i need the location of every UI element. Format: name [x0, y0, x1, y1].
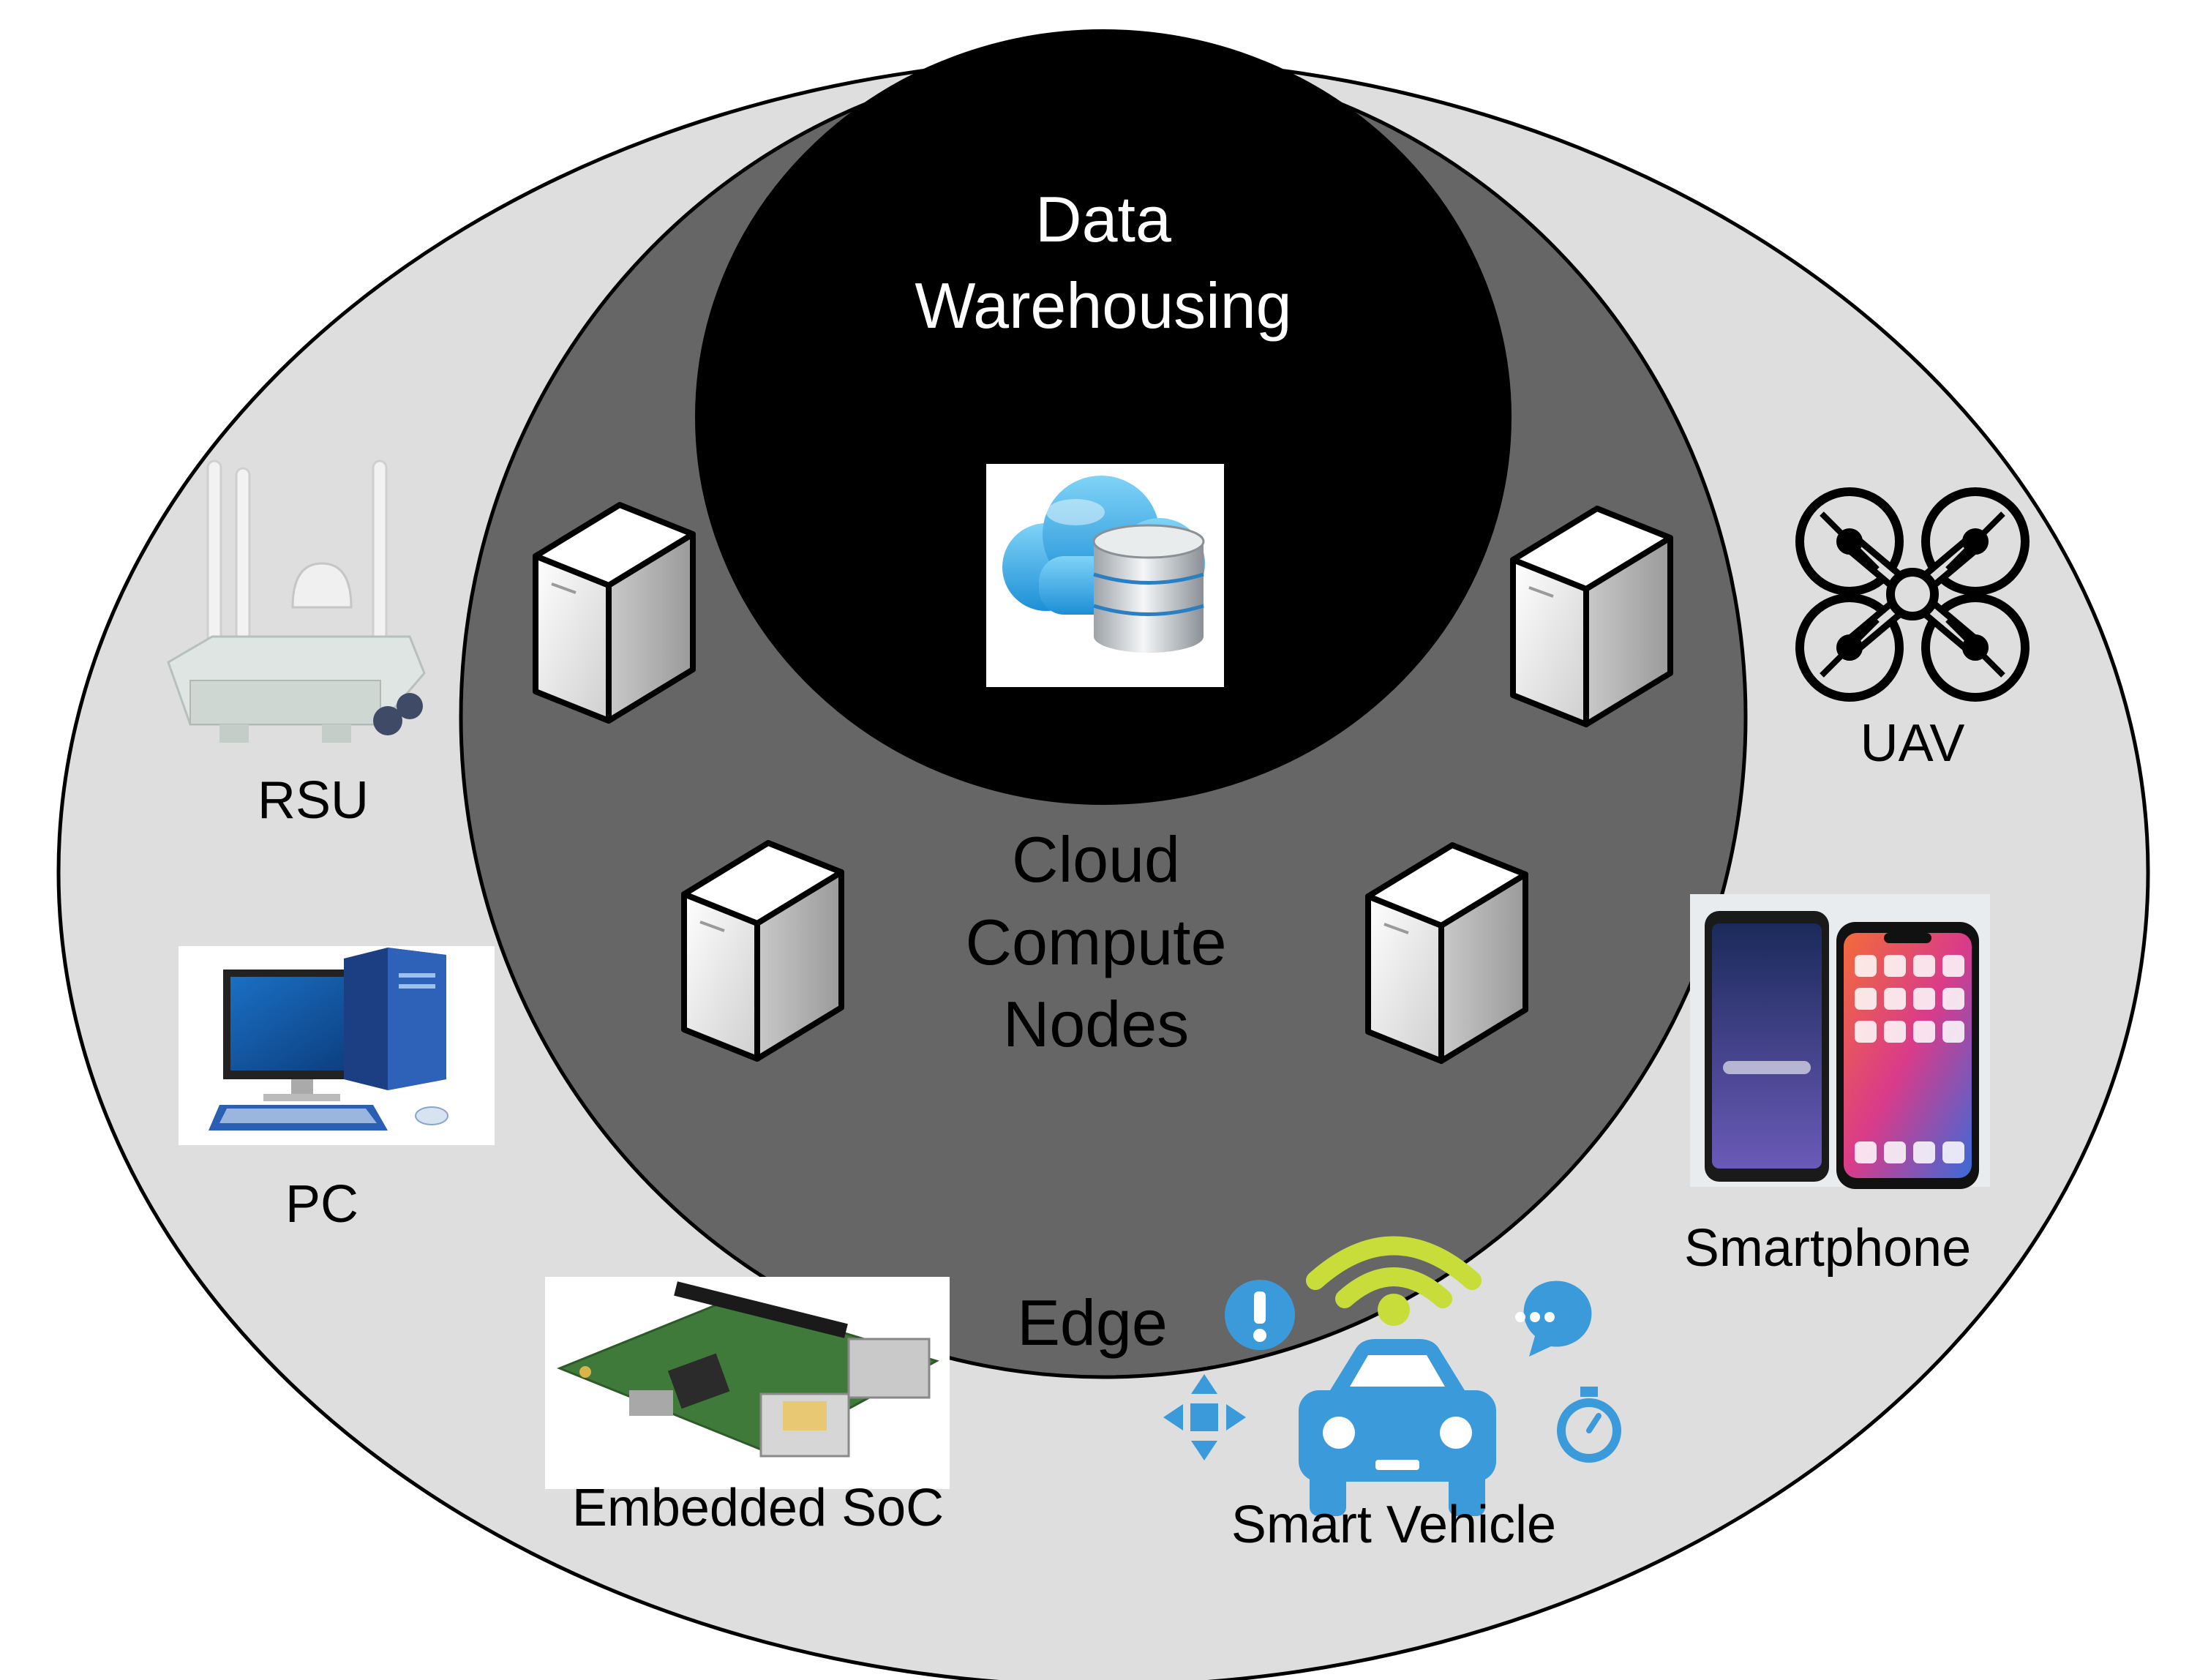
rsu-label: RSU	[258, 771, 369, 830]
chat-icon	[1515, 1280, 1592, 1357]
rsu-icon	[167, 460, 426, 743]
core-title-line1: Data	[1035, 183, 1171, 255]
directional-pad-icon	[1163, 1374, 1246, 1460]
smartphone-label: Smartphone	[1684, 1219, 1971, 1278]
data-warehousing-core	[695, 29, 1512, 805]
stopwatch-icon	[1557, 1387, 1621, 1463]
uav-label: UAV	[1861, 714, 1965, 773]
edge-label: Edge	[1017, 1286, 1168, 1359]
smart-vehicle-label: Smart Vehicle	[1231, 1496, 1556, 1554]
pc-label: PC	[285, 1175, 358, 1234]
smart-vehicle-icon	[1163, 1236, 1621, 1516]
cloud-database-icon	[986, 464, 1224, 687]
core-title-line2: Warehousing	[915, 269, 1291, 342]
pc-icon	[179, 946, 495, 1145]
embedded-soc-icon	[545, 1277, 950, 1489]
wifi-icon	[1306, 1236, 1482, 1326]
embedded-soc-label: Embedded SoC	[572, 1479, 944, 1537]
cloud-label-line2: Compute	[965, 906, 1226, 978]
cloud-label-line1: Cloud	[1012, 823, 1180, 896]
alert-icon	[1225, 1280, 1295, 1350]
uav-icon	[1795, 487, 2030, 702]
car-icon	[1299, 1339, 1496, 1516]
cloud-label-line3: Nodes	[1003, 988, 1189, 1060]
smartphone-icon	[1690, 894, 1990, 1189]
